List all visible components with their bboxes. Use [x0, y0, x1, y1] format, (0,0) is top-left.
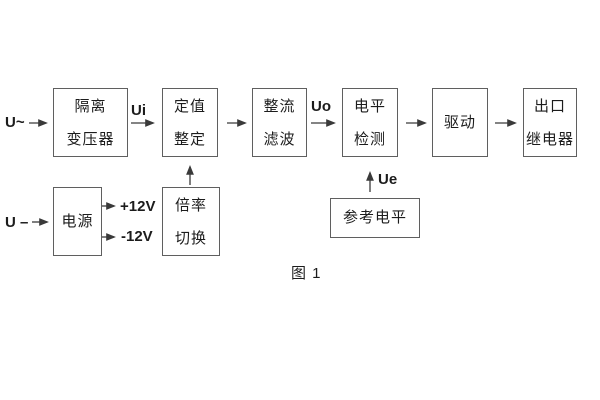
block-label-line: 滤波	[263, 130, 296, 148]
block-label-line: 切换	[174, 229, 207, 247]
block-label-line: 定值	[173, 97, 206, 115]
block-label-line: 变压器	[66, 130, 115, 148]
block-driver: 驱动	[432, 88, 488, 157]
block-label-line: 检测	[353, 130, 386, 148]
block-label-line: 隔离	[74, 97, 107, 115]
block-label-line: 倍率	[174, 196, 207, 214]
block-label-line: 继电器	[525, 130, 574, 148]
block-ratio-switch: 倍率 切换	[162, 187, 220, 256]
block-label-line: 电源	[61, 213, 94, 230]
block-label-line: 出口	[533, 97, 566, 115]
signal-label-dc-input: U –	[5, 214, 29, 231]
block-level-detector: 电平 检测	[342, 88, 398, 157]
figure-caption: 图 1	[291, 265, 322, 282]
block-rectifier-filter: 整流 滤波	[252, 88, 307, 157]
signal-label-minus-12v: -12V	[121, 228, 153, 245]
signal-label-ui: Ui	[131, 102, 146, 119]
block-isolation-transformer: 隔离 变压器	[53, 88, 128, 157]
block-setting-adjustment: 定值 整定	[162, 88, 218, 157]
block-power-supply: 电源	[53, 187, 102, 256]
signal-label-uo: Uo	[311, 98, 331, 115]
signal-label-ue: Ue	[378, 171, 398, 188]
block-label-line: 整流	[263, 97, 296, 115]
block-label-line: 驱动	[443, 114, 476, 131]
signal-label-ac-input: U~	[5, 114, 25, 131]
block-label-line: 整定	[173, 130, 206, 148]
block-label-line: 参考电平	[342, 209, 407, 226]
block-reference-level: 参考电平	[330, 198, 420, 238]
block-label-line: 电平	[353, 97, 386, 115]
signal-label-plus-12v: +12V	[120, 198, 156, 215]
block-output-relay: 出口 继电器	[523, 88, 577, 157]
